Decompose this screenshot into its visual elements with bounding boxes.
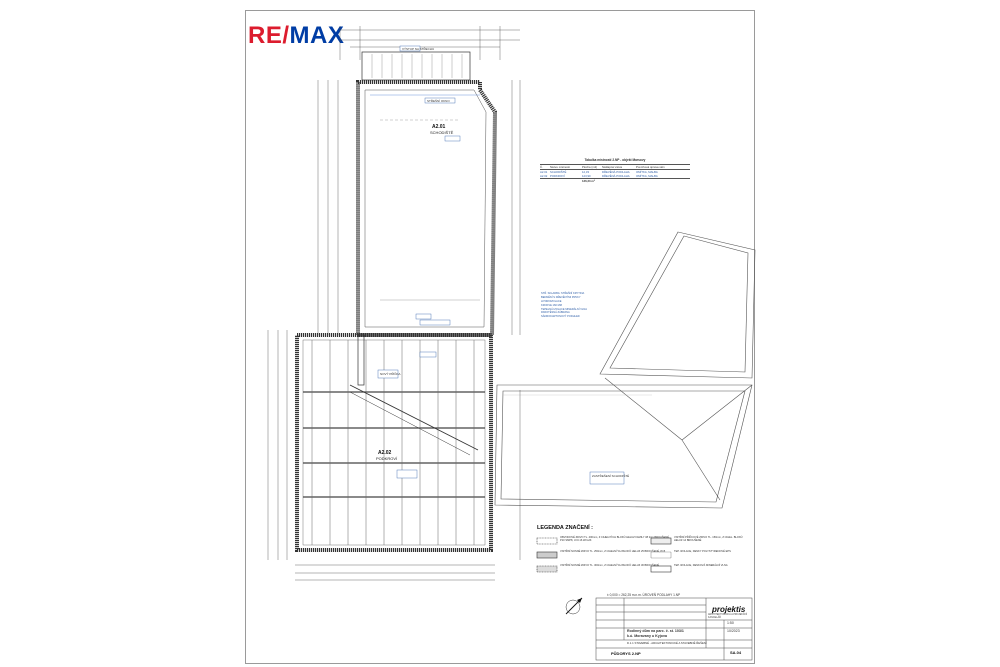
date-value: 10/2023	[727, 629, 740, 633]
room-table-total: 136,23 m²	[582, 179, 595, 183]
sheet-number: SA.04	[730, 650, 742, 655]
table-row: A2.01 SCHODIŠTĚ 12,33 DŘEVĚNÁ PODLAHA OM…	[540, 170, 690, 174]
room-table-header: Č. Název místnosti Plocha (m2) Nášlapná …	[540, 164, 690, 170]
company-logo: projektis	[712, 605, 746, 614]
th-wall: Povrchová úprava stěn	[636, 165, 665, 169]
legend-swatches	[536, 537, 672, 573]
cell: SCHODIŠTĚ	[550, 170, 567, 174]
legend-item: VNITŘNÍ NOSNÉ ZDIVO TL. 300mm, Z CIHELNÝ…	[560, 564, 660, 567]
stair-label: ZASTŘEŠENÍ SCHODIŠTĚ	[592, 473, 629, 478]
top-dimensions	[339, 26, 520, 60]
section-note: KROKVE 160 MM	[541, 303, 562, 307]
stair-note: VÝSTUP NA STŘECHU	[402, 46, 434, 51]
sheet-title: PŮDORYS 2.NP	[611, 651, 641, 656]
room-table-title: Tabulka místností 2.NP - objekt Marsovy	[584, 158, 646, 162]
cell: A2.01	[540, 170, 548, 174]
remax-logo: RE/MAX	[248, 22, 344, 50]
th-floor: Nášlapná vrstva	[602, 165, 623, 169]
left-dimensions	[267, 80, 339, 560]
project-location: k.ú. Moravany u Kyjova	[627, 634, 667, 638]
table-row: A2.02 PODKROVÍ 123,90 DŘEVĚNÁ PODLAHA OM…	[540, 174, 690, 179]
legend-item: TEP. IZOLACE, DESKY POLYSTYRENOVÉ EPS	[674, 550, 731, 553]
window-note: STŘEŠNÍ OKNO	[427, 98, 450, 103]
right-dimensions	[511, 80, 521, 560]
roof-outline	[494, 231, 756, 509]
cell: OMÍTKA, MALBA	[636, 170, 658, 174]
section-note: TEPELNÁ IZOLACE MINERÁLNÍ VLNA	[541, 307, 587, 311]
th-no: Č.	[540, 165, 543, 169]
legend-item: VNITŘNÍ PŘÍČKOVÉ ZDIVO TL. 150mm, Z CIHE…	[674, 536, 743, 542]
cell: DŘEVĚNÁ PODLAHA	[602, 170, 630, 174]
room2-code: A2.02	[378, 450, 392, 456]
upper-stair	[361, 51, 471, 81]
cell: A2.02	[540, 174, 548, 178]
section-note: PAROTĚSNÁ ZÁBRANA	[541, 311, 570, 315]
logo-slash: /	[282, 22, 290, 49]
scale-value: 1:50	[727, 621, 734, 625]
lower-floor-area	[295, 333, 493, 552]
upper-room-walls	[356, 80, 498, 337]
cell: 12,33	[582, 170, 589, 174]
legend-title: LEGENDA ZNAČENÍ :	[537, 525, 594, 531]
annotation-flags	[377, 45, 625, 485]
cell: 123,90	[582, 174, 591, 178]
section-note: HYDROIZOLACE	[541, 299, 562, 303]
cell: OMÍTKA, MALBA	[636, 174, 658, 178]
bottom-dimensions	[295, 564, 495, 581]
title-block-frame	[595, 597, 753, 661]
section-notes: STŘ. SKLADBA: STŘEŠNÍ KRYTINA BEDNĚNÍ S …	[541, 292, 587, 319]
project-part: D.1.1 STAVEBNÉ - ARCHITEKTONICKÉ A STAVE…	[627, 641, 707, 645]
legend-item: VNITŘNÍ NOSNÉ ZDIVO TL. 250mm, Z CIHELNÝ…	[560, 550, 666, 553]
legend-item: TEP. IZOLACE, DESKOVÁ MINERÁLNÍ VLNA	[674, 564, 728, 567]
section-note: SÁDROKARTONOVÝ PODHLED	[541, 315, 580, 319]
section-note: BEDNĚNÍ S DŘEVĚNÝMI PRVKY	[541, 295, 581, 299]
section-note: STŘ. SKLADBA: STŘEŠNÍ KRYTINA	[541, 292, 585, 295]
cell: DŘEVĚNÁ PODLAHA	[602, 174, 630, 178]
room1-name: SCHODIŠTĚ	[430, 130, 454, 135]
project-name: Rodinný dům na parc. č. st. 103/1	[627, 629, 684, 633]
logo-max: MAX	[289, 22, 345, 49]
room2-name: PODKROVÍ	[376, 456, 398, 461]
north-arrow-icon	[565, 597, 583, 615]
company-sub: ARCHITEKTONICKÁ A PROJEKČNÍ KANCELÁŘ	[708, 613, 748, 619]
room-table: Tabulka místností 2.NP - objekt Marsovy …	[540, 158, 690, 183]
th-area: Plocha (m2)	[582, 165, 598, 169]
wall-note: NOVÝ PŘÍČKA	[380, 371, 401, 376]
cell: PODKROVÍ	[550, 174, 565, 178]
logo-re: RE	[248, 22, 283, 49]
height-note: ± 0,000 = 262,25 m.n.m. ÚROVEŇ PODLAHY 1…	[607, 593, 681, 597]
room1-code: A2.01	[432, 124, 446, 130]
th-name: Název místnosti	[550, 165, 570, 169]
legend-item: OBVODOVÉ ZDIVO TL. 400mm, Z CIHELNÝCH BL…	[560, 536, 670, 542]
